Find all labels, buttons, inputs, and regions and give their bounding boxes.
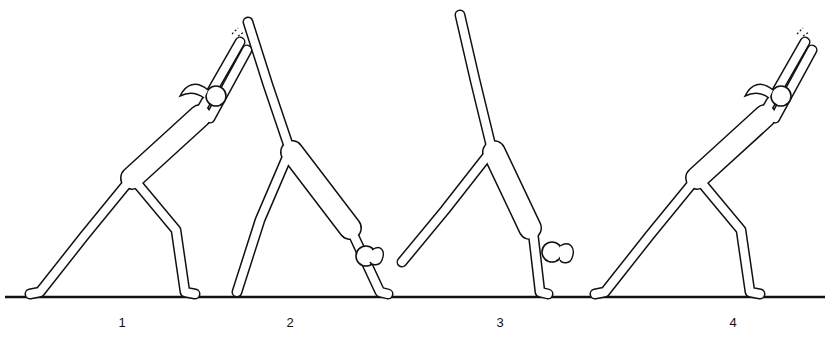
gymnast-figure bbox=[595, 28, 812, 294]
gymnast-figure bbox=[402, 15, 573, 294]
gymnast-figure bbox=[237, 22, 388, 294]
figure-number: 4 bbox=[729, 316, 736, 329]
floor-line bbox=[5, 296, 825, 299]
gymnast-figure bbox=[30, 28, 247, 294]
figure-number: 3 bbox=[496, 316, 503, 329]
figure-number: 1 bbox=[118, 316, 125, 329]
figure-number: 2 bbox=[286, 316, 293, 329]
